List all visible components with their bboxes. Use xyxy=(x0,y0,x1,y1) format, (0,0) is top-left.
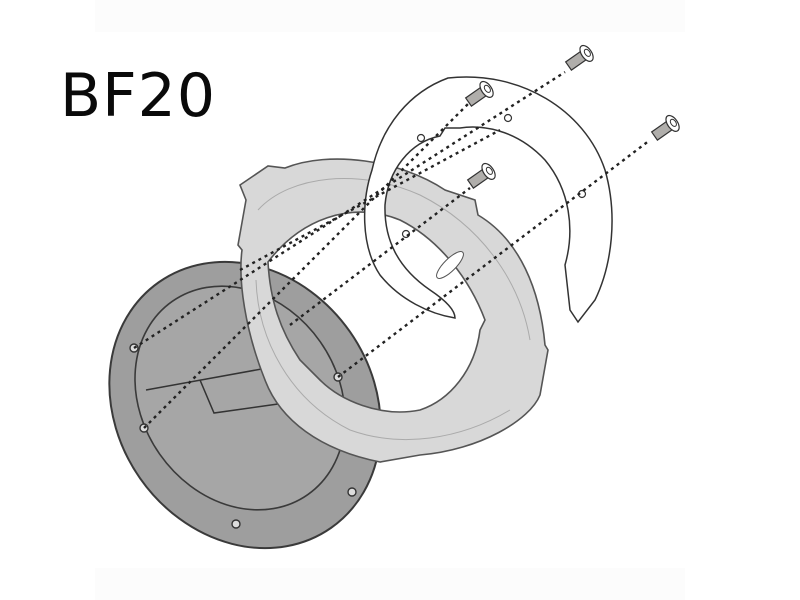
fuel-cap-flange xyxy=(108,260,382,550)
dashed-guides xyxy=(133,70,651,429)
screw-2 xyxy=(464,80,494,107)
screw-3 xyxy=(650,114,680,141)
model-title: BF20 xyxy=(60,61,217,131)
spacer-ring xyxy=(363,76,613,324)
screws xyxy=(464,44,680,189)
screw-4 xyxy=(466,162,496,189)
bottom-band xyxy=(95,568,685,600)
screw-1 xyxy=(564,44,594,71)
top-band xyxy=(95,0,685,32)
